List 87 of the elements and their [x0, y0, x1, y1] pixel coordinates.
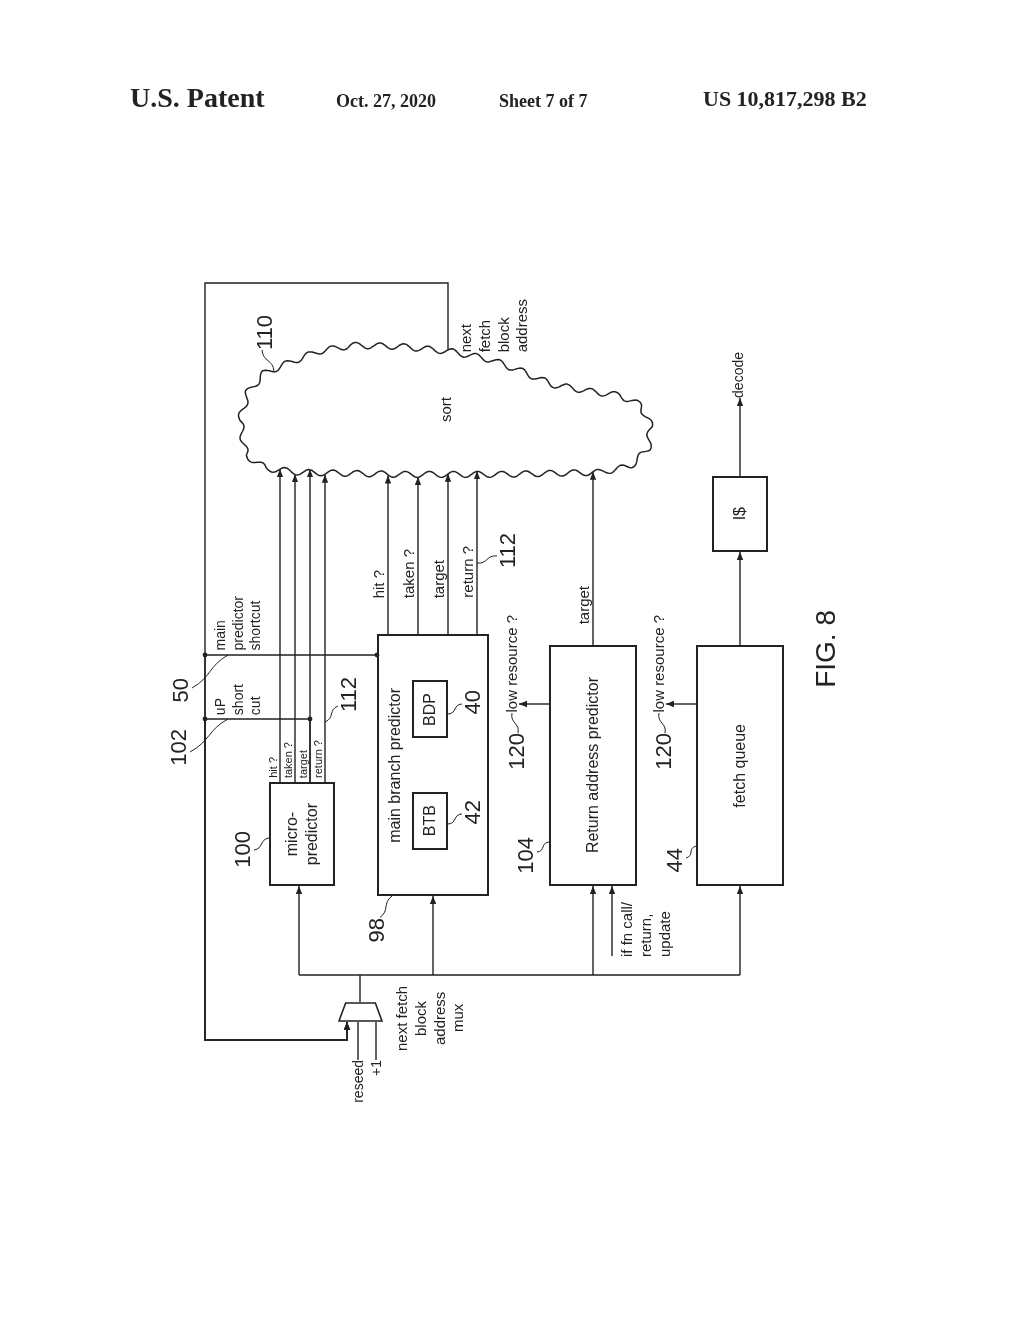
edge-label: hit ?	[268, 757, 279, 778]
signal-arrow	[384, 474, 392, 635]
block-box	[269, 782, 335, 886]
signal-arrow	[736, 397, 744, 477]
callout-number: 120	[653, 733, 675, 770]
signal-arrow	[444, 473, 452, 635]
block-box	[377, 634, 489, 896]
signal-arrow	[291, 473, 299, 783]
block-label: main branch predictor	[385, 687, 404, 843]
cloud-label: sort	[438, 397, 454, 423]
signal-line	[357, 1021, 359, 1061]
edge-label: taken ?	[283, 741, 294, 778]
leader-line	[447, 703, 463, 715]
signal-arrow	[665, 700, 697, 708]
figure-label: FIG. 8	[812, 610, 840, 688]
edge-label: taken ?	[401, 548, 416, 598]
block-box	[712, 476, 768, 552]
block-box	[696, 645, 784, 886]
signal-arrow	[589, 471, 597, 646]
edge-label: uP short cut	[212, 683, 264, 715]
bus-line	[298, 974, 741, 1003]
signal-arrow	[589, 885, 597, 976]
callout-number: 110	[254, 314, 276, 350]
header-text: Oct. 27, 2020	[336, 92, 436, 110]
signal-arrow	[473, 470, 481, 635]
callout-number: 112	[338, 676, 360, 712]
callout-number: 102	[168, 729, 190, 766]
leader-line	[191, 654, 229, 689]
leader-line	[536, 841, 550, 853]
signal-arrow	[295, 885, 303, 976]
edge-label: return ?	[313, 740, 324, 778]
signal-label: reseed	[351, 1060, 365, 1103]
block-label: BTB	[420, 805, 439, 837]
callout-number: 42	[462, 799, 484, 824]
header-text: U.S. Patent	[130, 84, 265, 112]
callout-number: 44	[664, 847, 686, 872]
edge-label: hit ?	[371, 569, 386, 598]
leader-line	[511, 712, 519, 734]
leader-line	[379, 895, 393, 918]
callout-number: 40	[462, 689, 484, 714]
signal-label: low resource ?	[651, 615, 666, 713]
signal-arrow	[204, 654, 378, 1041]
signal-arrow	[736, 885, 744, 976]
signal-arrow	[321, 473, 329, 783]
leader-line	[447, 813, 463, 825]
block-box	[549, 645, 637, 886]
header-text: US 10,817,298 B2	[703, 88, 867, 110]
block-label: fetch queue	[730, 723, 749, 808]
edge-label: next fetch block address	[457, 298, 532, 352]
signal-arrow	[414, 476, 422, 635]
header-text: Sheet 7 of 7	[499, 92, 588, 110]
edge-label: target	[431, 559, 446, 598]
leader-line	[261, 349, 275, 372]
edge-label: target	[576, 585, 591, 624]
multiplexer-symbol	[338, 1002, 383, 1022]
callout-number: 98	[366, 917, 388, 942]
signal-label: low resource ?	[504, 615, 519, 713]
callout-number: 104	[515, 837, 537, 874]
callout-number: 100	[232, 831, 254, 868]
signal-arrow	[518, 700, 550, 708]
signal-label: +1	[369, 1060, 383, 1076]
leader-line	[658, 712, 666, 734]
block-label: Return address predictor	[583, 677, 602, 854]
leader-line	[189, 718, 229, 753]
edge-label: main predictor shortcut	[212, 595, 264, 650]
signal-label: decode	[731, 352, 745, 398]
leader-line	[685, 845, 697, 859]
callout-number: 50	[170, 677, 192, 702]
callout-number: 120	[506, 733, 528, 770]
block-label: micro-predictor	[282, 802, 321, 866]
callout-number: 112	[497, 532, 519, 568]
edge-label: return ?	[460, 546, 475, 598]
edge-label: if fn call/ return, update	[618, 900, 674, 957]
edge-label: target	[298, 749, 309, 778]
signal-arrow	[608, 885, 616, 957]
block-box	[412, 680, 448, 738]
block-label: BDP	[420, 692, 439, 726]
block-label: I$	[730, 507, 749, 521]
block-box	[412, 792, 448, 850]
leader-line	[253, 837, 270, 851]
mux-label: next fetch block address mux	[393, 984, 468, 1053]
signal-arrow	[736, 551, 744, 646]
signal-arrow	[276, 468, 284, 783]
leader-line	[324, 705, 339, 723]
signal-arrow	[429, 895, 437, 976]
leader-line	[476, 555, 498, 564]
signal-line	[375, 1021, 377, 1061]
